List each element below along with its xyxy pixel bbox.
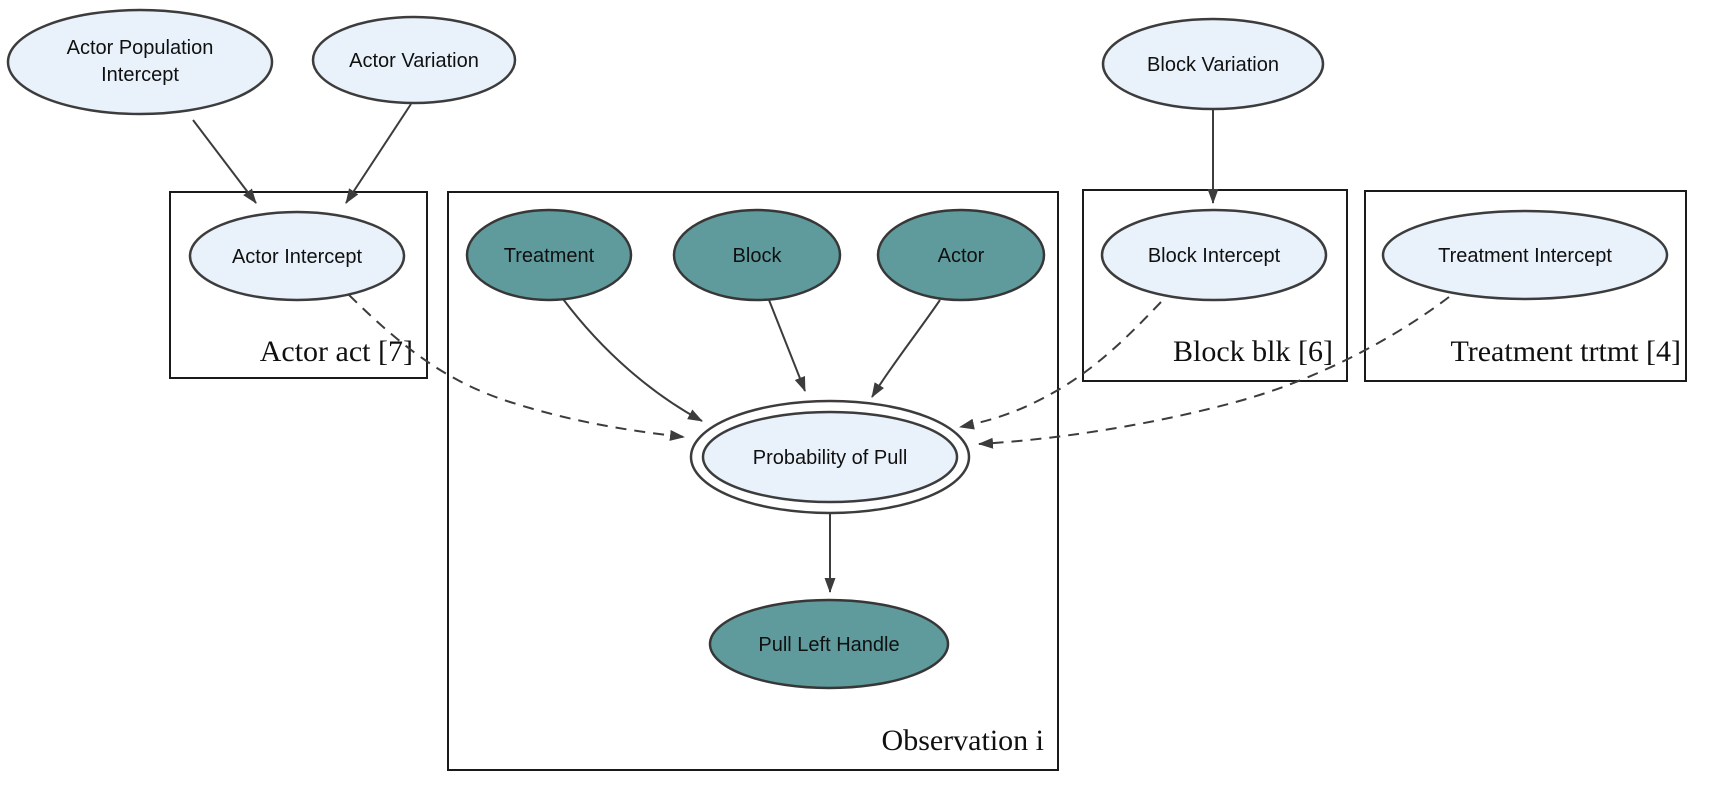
node-pull-left-handle: Pull Left Handle [708, 598, 950, 690]
edge-treatment-intercept-to-probability-of-pull [978, 296, 1450, 449]
plate-treatment-label: Treatment trtmt [4] [1450, 335, 1681, 368]
node-probability-of-pull-label: Probability of Pull [753, 447, 908, 469]
node-treatment-intercept-label: Treatment Intercept [1438, 245, 1612, 267]
node-block: Block [672, 208, 842, 302]
node-block-intercept-label: Block Intercept [1148, 245, 1281, 267]
node-treatment-label: Treatment [504, 245, 595, 267]
node-block-intercept-ellipse [1100, 208, 1328, 302]
node-actor-variation: Actor Variation [311, 15, 517, 105]
node-probability-of-pull-inner-ellipse [701, 410, 959, 504]
plate-treatment-border [1364, 190, 1687, 382]
edge-actor-intercept-to-probability-of-pull [348, 294, 685, 441]
node-treatment-intercept-ellipse [1381, 209, 1669, 301]
plate-actor-label: Actor act [7] [260, 335, 413, 368]
node-probability-of-pull: Probability of Pull [689, 399, 971, 515]
node-block-variation-ellipse [1101, 17, 1325, 111]
node-treatment-intercept: Treatment Intercept [1381, 209, 1669, 301]
plate-observation-border [447, 191, 1059, 771]
plate-actor: Actor act [7] [169, 191, 428, 379]
plate-observation: Observation i [447, 191, 1059, 771]
edge-actor-variation-to-actor-intercept [345, 103, 412, 204]
node-actor-variation-label: Actor Variation [349, 50, 479, 72]
plate-observation-label: Observation i [882, 724, 1044, 757]
node-block-label: Block [733, 245, 783, 267]
edge-treatment-to-probability-of-pull [562, 298, 703, 422]
node-actor-intercept-ellipse [188, 210, 406, 302]
node-actor-variation-ellipse [311, 15, 517, 105]
node-actor-population-intercept-label-line2: Intercept [101, 64, 179, 86]
plate-actor-border [169, 191, 428, 379]
node-pull-left-handle-label: Pull Left Handle [758, 634, 899, 656]
node-actor-label: Actor [938, 245, 985, 267]
node-actor-population-intercept-ellipse [6, 8, 274, 116]
edge-block-intercept-to-probability-of-pull [959, 301, 1162, 430]
node-block-variation: Block Variation [1101, 17, 1325, 111]
plate-block-label: Block blk [6] [1173, 335, 1333, 368]
node-actor-population-intercept-label-line1: Actor Population [67, 37, 214, 59]
edge-block-to-probability-of-pull [768, 299, 806, 392]
plate-block: Block blk [6] [1082, 189, 1348, 382]
node-actor-population-intercept: Actor Population Intercept [6, 8, 274, 116]
plate-treatment: Treatment trtmt [4] [1364, 190, 1687, 382]
node-block-variation-label: Block Variation [1147, 54, 1279, 76]
node-block-intercept: Block Intercept [1100, 208, 1328, 302]
edge-actor-to-probability-of-pull [871, 299, 941, 398]
node-block-ellipse [672, 208, 842, 302]
node-actor-ellipse [876, 208, 1046, 302]
edge-actor-population-intercept-to-actor-intercept [192, 119, 257, 204]
node-actor: Actor [876, 208, 1046, 302]
node-actor-intercept: Actor Intercept [188, 210, 406, 302]
node-treatment-ellipse [465, 208, 633, 302]
node-actor-intercept-label: Actor Intercept [232, 246, 363, 268]
node-pull-left-handle-ellipse [708, 598, 950, 690]
node-treatment: Treatment [465, 208, 633, 302]
